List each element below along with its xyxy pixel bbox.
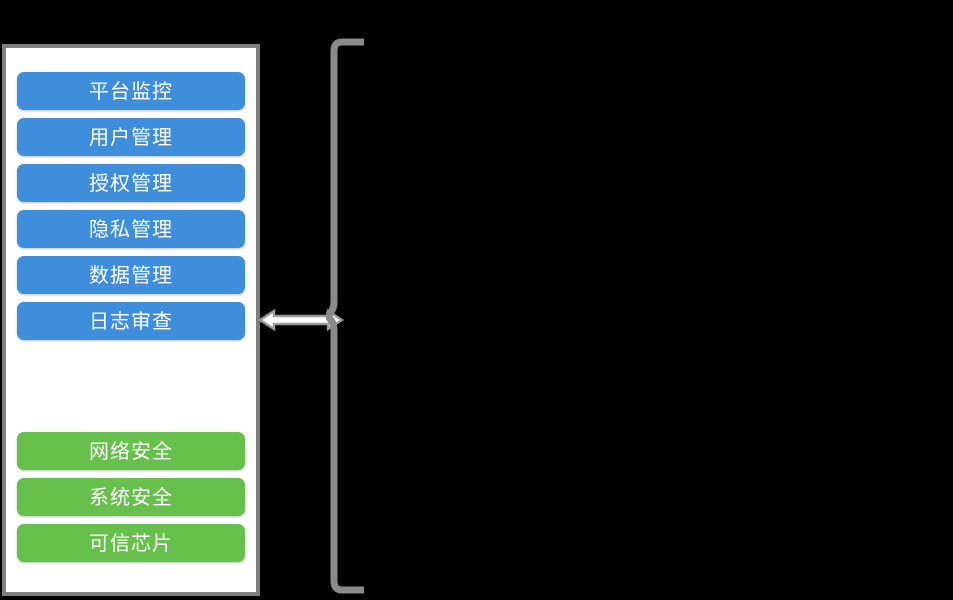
module-group-green: 网络安全 系统安全 可信芯片 xyxy=(6,432,256,562)
right-curly-bracket xyxy=(326,38,364,594)
module-button-label: 平台监控 xyxy=(89,79,173,103)
module-button-label: 日志审查 xyxy=(89,309,173,333)
module-button-platform-monitor[interactable]: 平台监控 xyxy=(17,72,245,110)
module-button-data-management[interactable]: 数据管理 xyxy=(17,256,245,294)
module-button-label: 数据管理 xyxy=(89,263,173,287)
module-button-network-security[interactable]: 网络安全 xyxy=(17,432,245,470)
module-button-label: 授权管理 xyxy=(89,171,173,195)
module-button-user-management[interactable]: 用户管理 xyxy=(17,118,245,156)
module-button-log-audit[interactable]: 日志审查 xyxy=(17,302,245,340)
module-panel: 平台监控 用户管理 授权管理 隐私管理 数据管理 日志审查 网络安全 xyxy=(2,44,260,596)
module-button-system-security[interactable]: 系统安全 xyxy=(17,478,245,516)
module-group-blue: 平台监控 用户管理 授权管理 隐私管理 数据管理 日志审查 xyxy=(6,72,256,340)
module-button-privacy-management[interactable]: 隐私管理 xyxy=(17,210,245,248)
module-button-authorization-management[interactable]: 授权管理 xyxy=(17,164,245,202)
module-button-label: 网络安全 xyxy=(89,439,173,463)
module-button-label: 可信芯片 xyxy=(89,531,173,555)
module-button-label: 隐私管理 xyxy=(89,217,173,241)
module-button-label: 系统安全 xyxy=(89,485,173,509)
module-button-label: 用户管理 xyxy=(89,125,173,149)
module-button-trusted-chip[interactable]: 可信芯片 xyxy=(17,524,245,562)
bidirectional-arrow-icon xyxy=(258,308,344,332)
